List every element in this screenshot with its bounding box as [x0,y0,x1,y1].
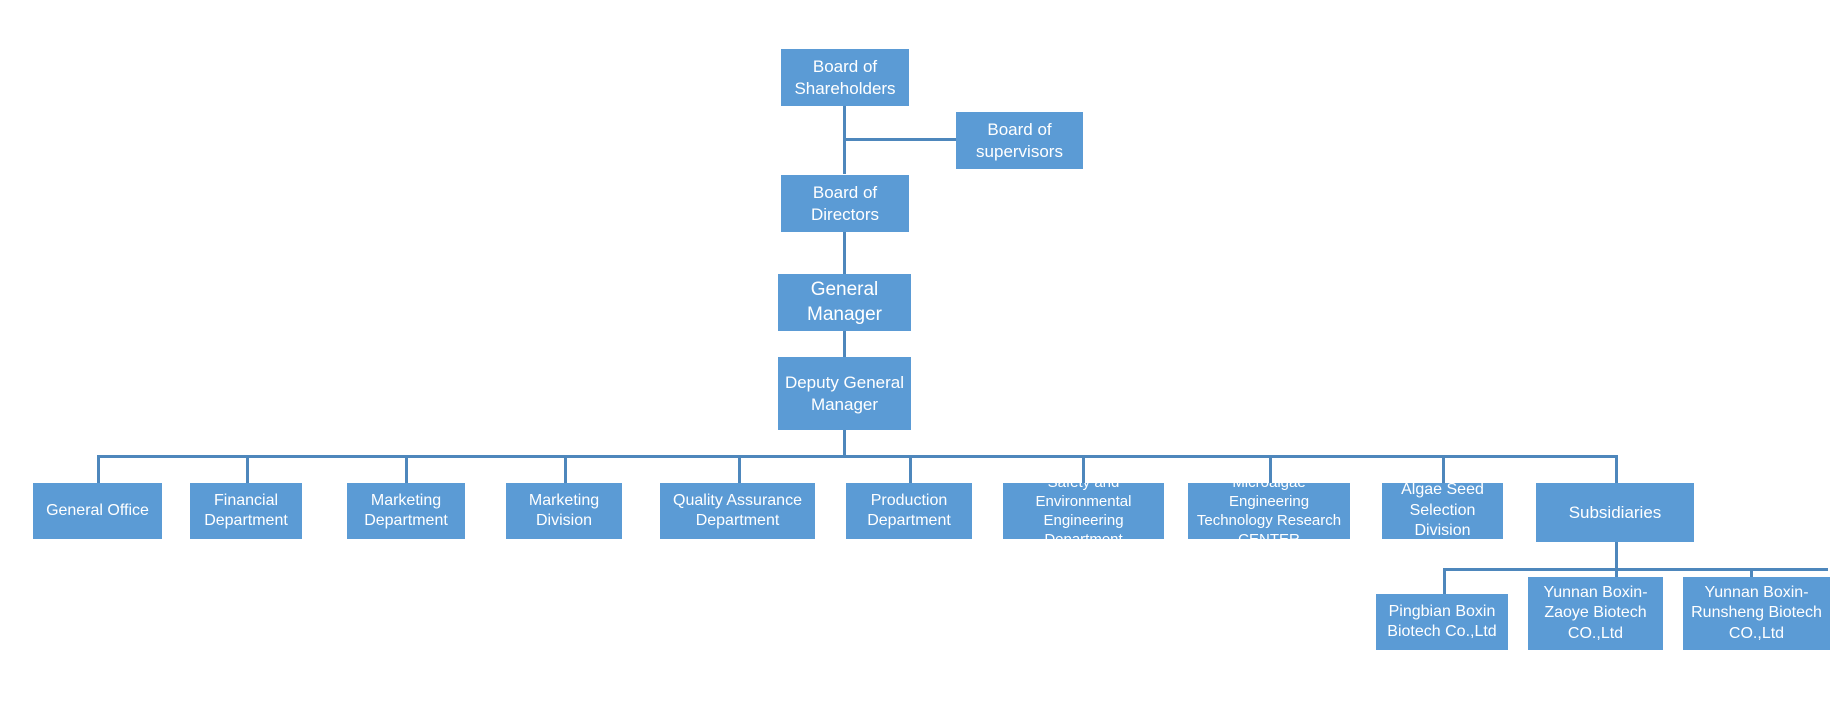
node-marketing-division[interactable]: Marketing Division [506,483,622,539]
node-label: Algae Seed Selection Division [1401,483,1484,539]
connector-drop-safety-environmental-department [1082,455,1085,483]
node-production-department[interactable]: Production Department [846,483,972,539]
node-deputy-general-manager[interactable]: Deputy General Manager [778,357,911,430]
node-board-of-directors[interactable]: Board of Directors [781,175,909,232]
node-label: Yunnan Boxin-Runsheng Biotech CO.,Ltd [1691,583,1822,642]
node-label: General Manager [807,279,882,325]
node-quality-assurance-department[interactable]: Quality Assurance Department [660,483,815,539]
node-marketing-department[interactable]: Marketing Department [347,483,465,539]
node-label: Financial Department [204,491,288,529]
node-label: Marketing Department [364,491,448,529]
node-pingbian-boxin-biotech[interactable]: Pingbian Boxin Biotech Co.,Ltd [1376,594,1508,650]
connector-directors-to-general-manager [843,232,846,274]
node-label: Yunnan Boxin-Zaoye Biotech CO.,Ltd [1543,583,1648,642]
connector-drop-financial-department [246,455,249,483]
node-yunnan-boxin-runsheng-biotech[interactable]: Yunnan Boxin-Runsheng Biotech CO.,Ltd [1683,577,1830,650]
node-label: Deputy General Manager [784,372,905,414]
connector-drop-production-department [909,455,912,483]
node-general-office[interactable]: General Office [33,483,162,539]
connector-deputy-to-bus [843,430,846,456]
node-general-manager[interactable]: General Manager [778,274,911,331]
connector-drop-marketing-department [405,455,408,483]
node-label: Production Department [867,491,951,529]
node-label: Quality Assurance Department [673,491,802,529]
connector-drop-quality-assurance-department [738,455,741,483]
connector-drop-marketing-division [564,455,567,483]
node-financial-department[interactable]: Financial Department [190,483,302,539]
node-microalgae-engineering-technology-research-center[interactable]: Microalgae Engineering Technology Resear… [1188,483,1350,539]
connector-drop-subsidiaries [1615,455,1618,483]
node-yunnan-boxin-zaoye-biotech[interactable]: Yunnan Boxin-Zaoye Biotech CO.,Ltd [1528,577,1663,650]
node-label: Board of Shareholders [794,56,896,98]
node-label: Subsidiaries [1568,502,1662,522]
node-label: Marketing Division [528,491,600,529]
connector-drop-microalgae-research-center [1269,455,1272,483]
node-safety-and-environmental-engineering-department[interactable]: Safety and Environmental Engineering Dep… [1003,483,1164,539]
node-label: Pingbian Boxin Biotech Co.,Ltd [1387,602,1497,640]
connector-shareholders-to-supervisors [843,138,960,141]
connector-general-manager-to-deputy [843,331,846,357]
connector-subsidiary-bus [1443,568,1828,571]
connector-department-bus [97,455,1617,458]
node-label: Safety and Environmental Engineering Dep… [1035,483,1132,539]
connector-drop-pingbian-boxin [1443,568,1446,594]
node-board-of-shareholders[interactable]: Board of Shareholders [781,49,909,106]
node-board-of-supervisors[interactable]: Board of supervisors [956,112,1083,169]
node-label: Board of Directors [810,182,879,224]
node-label: General Office [46,501,149,519]
connector-drop-algae-seed-selection-division [1442,455,1445,483]
node-label: Microalgae Engineering Technology Resear… [1196,483,1342,539]
node-subsidiaries[interactable]: Subsidiaries [1536,483,1694,542]
node-label: Board of supervisors [976,119,1063,161]
node-algae-seed-selection-division[interactable]: Algae Seed Selection Division [1382,483,1503,539]
connector-subsidiaries-to-sub-bus [1615,542,1618,570]
connector-drop-general-office [97,455,100,483]
